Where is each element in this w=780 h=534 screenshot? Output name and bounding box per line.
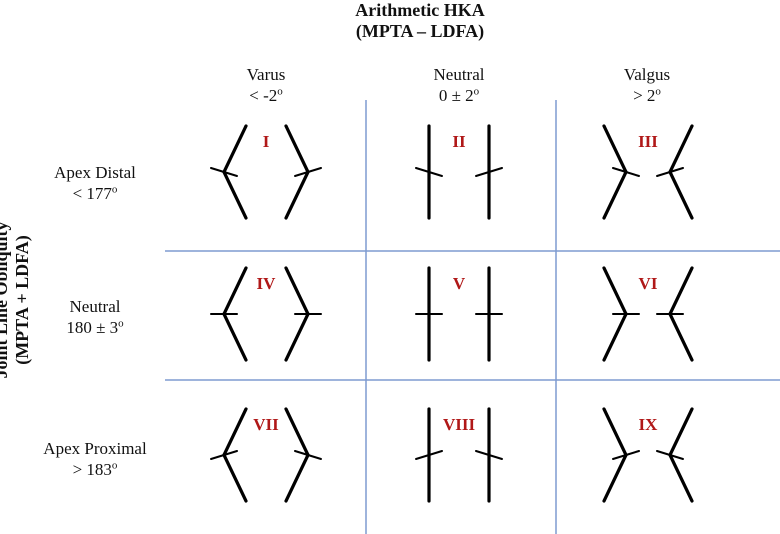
cell-numeral: III [638,132,658,151]
femur-left [602,266,628,316]
title-line-1: Arithmetic HKA [355,0,485,20]
tibia-left [222,453,248,503]
cell-numeral: V [453,274,466,293]
femur-right [668,407,694,457]
column-name: Neutral [433,65,485,84]
cell-numeral: VI [639,274,658,293]
grid-lines [165,100,780,534]
tibia-right [284,170,310,220]
column-name: Valgus [623,65,671,84]
row-name: Apex Distal [54,163,136,182]
row-header-apex-proximal: Apex Proximal > 183o [30,438,160,480]
tibia-left [602,453,628,503]
tibia-left [602,170,628,220]
limb-figures [210,124,694,503]
row-name: Neutral [69,297,121,316]
cell-numeral: VII [253,415,279,434]
cell-numeral: IX [639,415,659,434]
degree-mark: o [118,317,124,330]
tibia-left [602,312,628,362]
joint-line-left [415,450,443,460]
row-header-apex-distal: Apex Distal < 177o [30,162,160,204]
degree-mark: o [111,459,118,472]
tibia-right [668,312,694,362]
joint-line-right [656,450,684,460]
joint-line-left [612,450,640,460]
cell-numeral: IV [257,274,277,293]
joint-line-right [294,450,322,460]
femur-right [284,407,310,457]
tibia-left [222,312,248,362]
femur-left [222,124,248,174]
femur-left [602,124,628,174]
column-header-neutral: Neutral 0 ± 2o [389,64,529,106]
tibia-right [284,312,310,362]
row-header-neutral: Neutral 180 ± 3o [30,296,160,338]
joint-line-right [475,450,503,460]
tibia-left [222,170,248,220]
joint-line-left [612,167,640,177]
cell-numeral: II [452,132,466,151]
tibia-right [284,453,310,503]
femur-left [222,266,248,316]
joint-line-left [210,167,238,177]
row-range: > 183 [72,460,112,479]
column-range: 0 ± 2 [438,86,474,105]
cell-numeral: I [263,132,270,151]
column-range: < -2 [249,86,278,105]
tibia-right [668,453,694,503]
row-range: < 177 [72,184,112,203]
femur-right [284,266,310,316]
degree-mark: o [277,85,283,98]
joint-line-right [475,167,503,177]
joint-line-right [656,167,684,177]
column-header-valgus: Valgus > 2o [577,64,717,106]
cell-numeral: VIII [443,415,476,434]
femur-left [602,407,628,457]
row-range: 180 ± 3 [66,318,119,337]
femur-right [284,124,310,174]
diagram-title: Arithmetic HKA (MPTA – LDFA) [300,0,540,42]
title-line-2: (MPTA – LDFA) [355,21,485,41]
femur-right [668,124,694,174]
row-name: Apex Proximal [43,439,147,458]
degree-mark: o [473,85,480,98]
joint-line-right [294,167,322,177]
column-name: Varus [246,65,286,84]
column-header-varus: Varus < -2o [196,64,336,106]
degree-mark: o [655,85,661,98]
femur-left [222,407,248,457]
column-range: > 2 [633,86,656,105]
femur-right [668,266,694,316]
joint-line-left [415,167,443,177]
degree-mark: o [111,183,118,196]
tibia-right [668,170,694,220]
joint-line-left [210,450,238,460]
